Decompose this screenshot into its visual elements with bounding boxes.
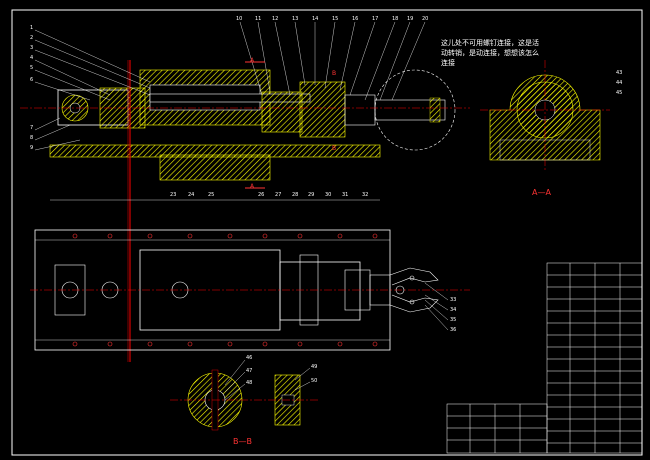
sectional-view-top bbox=[20, 21, 470, 362]
part-number: 44 bbox=[616, 80, 623, 86]
part-number: 12 bbox=[272, 16, 279, 22]
part-number: 17 bbox=[372, 16, 379, 22]
part-number: 18 bbox=[392, 16, 399, 22]
part-number: 5 bbox=[30, 65, 34, 71]
plan-view bbox=[30, 229, 470, 351]
title-block bbox=[446, 262, 643, 454]
part-number: 49 bbox=[311, 364, 318, 370]
part-number: 50 bbox=[311, 378, 318, 384]
part-number: 9 bbox=[30, 145, 34, 151]
part-number: 46 bbox=[246, 355, 253, 361]
part-number: 45 bbox=[616, 90, 623, 96]
part-number: 24 bbox=[188, 192, 195, 198]
cut-label-a-top: A bbox=[250, 57, 255, 64]
part-number: 36 bbox=[450, 327, 457, 333]
section-view-a bbox=[480, 60, 610, 170]
part-number: 1 bbox=[30, 25, 34, 31]
part-number: 23 bbox=[170, 192, 177, 198]
part-number: 2 bbox=[30, 35, 34, 41]
part-number: 19 bbox=[407, 16, 414, 22]
part-number: 30 bbox=[325, 192, 332, 198]
part-number: 28 bbox=[292, 192, 299, 198]
cut-label-b-bottom: B bbox=[332, 145, 337, 152]
part-number: 7 bbox=[30, 125, 34, 131]
part-number: 6 bbox=[30, 77, 34, 83]
cut-label-b-top: B bbox=[332, 70, 337, 77]
part-number: 48 bbox=[246, 380, 253, 386]
part-number: 20 bbox=[422, 16, 429, 22]
part-number: 29 bbox=[308, 192, 315, 198]
part-number: 10 bbox=[236, 16, 243, 22]
section-label-a: A—A bbox=[532, 188, 551, 197]
part-number: 34 bbox=[450, 307, 457, 313]
part-number: 11 bbox=[255, 16, 262, 22]
part-number: 26 bbox=[258, 192, 265, 198]
part-number: 33 bbox=[450, 297, 457, 303]
part-number: 27 bbox=[275, 192, 282, 198]
part-number: 14 bbox=[312, 16, 319, 22]
section-label-b: B—B bbox=[233, 437, 252, 446]
part-number: 35 bbox=[450, 317, 457, 323]
part-number: 8 bbox=[30, 135, 34, 141]
part-number: 31 bbox=[342, 192, 349, 198]
part-number: 4 bbox=[30, 55, 34, 61]
part-number: 15 bbox=[332, 16, 339, 22]
part-number: 25 bbox=[208, 192, 215, 198]
cut-label-a-bottom: A bbox=[250, 183, 255, 190]
part-number: 16 bbox=[352, 16, 359, 22]
part-number: 43 bbox=[616, 70, 623, 76]
section-view-b bbox=[170, 359, 320, 431]
design-note: 这儿处不可用螺钉连接，这是活动转销，是动连接，想想该怎么连接 bbox=[441, 39, 539, 67]
part-number: 13 bbox=[292, 16, 299, 22]
part-number: 47 bbox=[246, 368, 253, 374]
part-number: 3 bbox=[30, 45, 34, 51]
part-number: 32 bbox=[362, 192, 369, 198]
drawing-border bbox=[11, 9, 643, 456]
